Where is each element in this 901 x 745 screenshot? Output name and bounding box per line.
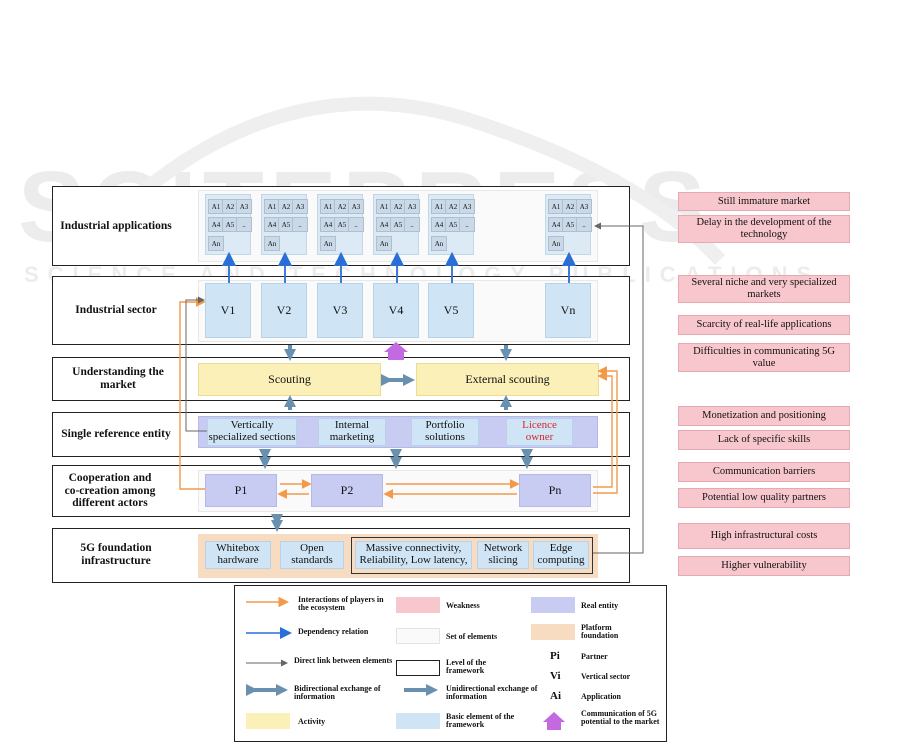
level-title: Understanding the market [72,366,164,391]
level-title: Industrial applications [60,219,172,232]
weakness-box: Difficulties in communicating 5G value [678,343,850,372]
massive-connectivity: Massive connectivity, Reliability, Low l… [355,541,472,569]
internal-marketing: Internal marketing [318,418,386,446]
legend-weakness-label: Weakness [446,601,480,610]
app-chip: An [431,236,447,251]
weakness-box: Monetization and positioning [678,406,850,426]
edge-computing: Edge computing [533,541,589,569]
vertical-v4: V4 [373,283,419,338]
licence-owner: Licence owner [506,418,573,446]
network-slicing: Network slicing [477,541,529,569]
app-chip: A3 [404,199,420,214]
level-of-framework-box [351,537,593,574]
app-chip: A3 [459,199,475,214]
legend-activity-swatch [246,713,290,729]
level-title: Industrial sector [75,303,157,316]
legend-weakness-swatch [396,597,440,613]
app-chip: .. [404,217,420,232]
app-chip: A5 [222,217,238,232]
legend-level-label: Level of the framework [446,658,486,676]
level-title: Cooperation and co-creation among differ… [64,472,156,510]
app-chip: .. [459,217,475,232]
legend [234,585,667,742]
vertical-v2: V2 [261,283,307,338]
app-chip: .. [292,217,308,232]
app-chip: A3 [348,199,364,214]
legend-communication-icon [543,712,565,730]
app-chip: A3 [236,199,252,214]
app-chip: A1 [548,199,564,214]
legend-vi-label: Vertical sector [581,672,631,681]
app-chip: An [208,236,224,251]
app-card-2: A1 A2 A3 A4 A5 .. An [261,194,308,255]
weakness-box: Higher vulnerability [678,556,850,576]
legend-ai-label: Application [581,692,622,701]
app-chip: .. [236,217,252,232]
legend-set-label: Set of elements [446,632,498,641]
legend-ai-symbol: Ai [550,690,561,702]
partner-p1: P1 [205,474,277,507]
app-chip: A2 [334,199,350,214]
app-chip: A3 [292,199,308,214]
legend-bidirectional-label: Bidirectional exchange of information [294,684,381,702]
legend-pi-symbol: Pi [550,650,560,662]
legend-unidirectional-label: Unidirectional exchange of information [446,684,538,702]
weakness-box: Lack of specific skills [678,430,850,450]
app-chip: A2 [390,199,406,214]
weakness-box: Delay in the development of the technolo… [678,215,850,243]
partner-p2: P2 [311,474,383,507]
weakness-box: Potential low quality partners [678,488,850,508]
app-chip: .. [576,217,592,232]
app-chip: An [376,236,392,251]
legend-level-swatch [396,660,440,676]
app-chip: An [264,236,280,251]
open-standards: Open standards [280,541,344,569]
vertical-v1: V1 [205,283,251,338]
level-title: Single reference entity [61,427,171,440]
app-chip: .. [348,217,364,232]
legend-basic-label: Basic element of the framework [446,712,515,730]
app-card-5: A1 A2 A3 A4 A5 .. An [428,194,475,255]
legend-real-entity-swatch [531,597,575,613]
weakness-box: Still immature market [678,192,850,211]
weakness-box: Scarcity of real-life applications [678,315,850,335]
app-card-3: A1 A2 A3 A4 A5 .. An [317,194,364,255]
level-title: 5G foundation infrastructure [80,542,152,567]
app-card-4: A1 A2 A3 A4 A5 .. An [373,194,420,255]
legend-set-swatch [396,628,440,644]
vertical-v5: V5 [428,283,474,338]
app-chip: An [320,236,336,251]
legend-vi-symbol: Vi [550,670,561,682]
legend-pi-label: Partner [581,652,608,661]
legend-real-entity-label: Real entity [581,601,619,610]
app-chip: A4 [548,217,564,232]
weakness-box: Communication barriers [678,462,850,482]
external-scouting-activity: External scouting [416,363,599,396]
whitebox-hardware: Whitebox hardware [205,541,271,569]
legend-communication-label: Communication of 5G potential to the mar… [581,709,660,727]
app-chip: An [548,236,564,251]
vertical-vn: Vn [545,283,591,338]
vertically-specialized-sections: Vertically specialized sections [207,418,297,446]
legend-activity-label: Activity [298,717,326,726]
app-chip: A4 [264,217,280,232]
portfolio-solutions: Portfolio solutions [411,418,479,446]
legend-dependency-label: Dependency relation [298,627,369,636]
app-card-1: A1 A2 A3 A4 A5 .. An [205,194,252,255]
legend-platform-swatch [531,624,575,640]
legend-direct-link-label: Direct link between elements [294,656,393,665]
weakness-box: Several niche and very specialized marke… [678,275,850,303]
legend-basic-swatch [396,713,440,729]
weakness-box: High infrastructural costs [678,523,850,549]
app-chip: A3 [576,199,592,214]
legend-platform-label: Platform foundation [581,623,619,641]
partner-pn: Pn [519,474,591,507]
legend-interactions-label: Interactions of players in the ecosystem [298,595,384,613]
vertical-v3: V3 [317,283,363,338]
